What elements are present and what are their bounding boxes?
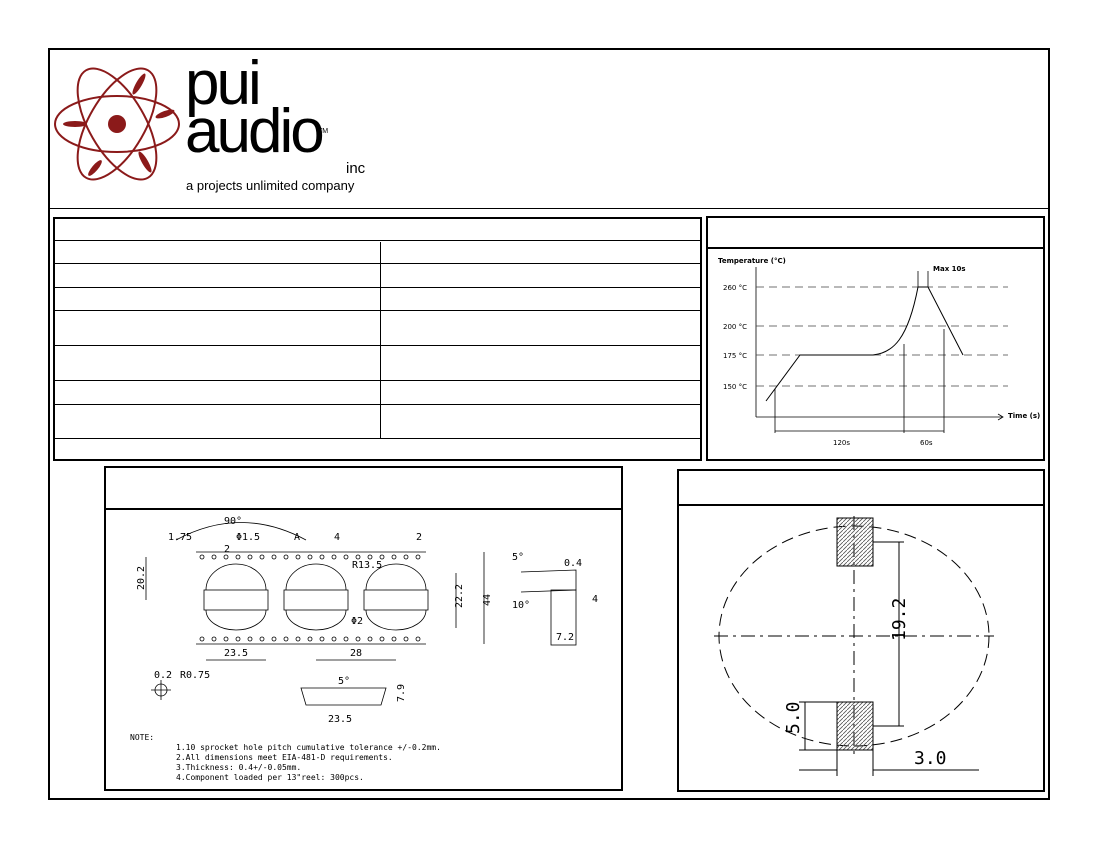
- temp-label-260: 260 °C: [723, 284, 747, 292]
- dim-phi-1-5: Φ1.5: [236, 532, 260, 543]
- dim-2: 2: [416, 532, 422, 543]
- reflow-curve: [765, 286, 964, 402]
- pocket-3: [363, 563, 429, 631]
- dim-28: 28: [350, 648, 362, 659]
- reflow-profile-diagram: Temperature (°C) Max 10s 260 °C 200 °C 1…: [718, 257, 1040, 447]
- tape-dimension-drawing: 90° 1.75 Φ1.5 A 4 2 2 R13.5 Φ2 20.2 22.2…: [130, 516, 598, 782]
- pad-bottom: [836, 701, 874, 751]
- dim-10-deg: 10°: [512, 600, 530, 611]
- pad-top: [836, 517, 874, 567]
- brand-suffix: inc: [346, 160, 366, 177]
- side-view-profile: [520, 569, 577, 593]
- dim-19-2: 19.2: [889, 598, 910, 641]
- panel-header: [106, 468, 621, 510]
- dim-angle-90: 90°: [224, 516, 242, 527]
- notes-title: NOTE:: [130, 733, 154, 742]
- dim-5-deg: 5°: [512, 552, 524, 563]
- pui-audio-logo-icon: [54, 67, 180, 181]
- dim-1-75: 1.75: [168, 532, 192, 543]
- note-4: 4.Component loaded per 13"reel: 300pcs.: [176, 773, 364, 782]
- trademark-mark: TM: [318, 128, 329, 135]
- reflow-panel: Temperature (°C) Max 10s 260 °C 200 °C 1…: [706, 216, 1045, 461]
- table-row: [55, 240, 700, 241]
- dim-5-deg-b: 5°: [338, 676, 350, 687]
- table-row: [55, 345, 700, 346]
- dim-23-5: 23.5: [224, 648, 248, 659]
- table-row: [55, 404, 700, 405]
- dim-7-2: 7.2: [556, 632, 574, 643]
- x-axis-arrow-icon: [997, 413, 1004, 421]
- dim-3-0: 3.0: [914, 748, 947, 769]
- panel-header: [679, 471, 1043, 506]
- dim-4-side: 4: [592, 594, 598, 605]
- table-row: [55, 380, 700, 381]
- page-border: [48, 48, 1050, 800]
- spec-table: [53, 217, 702, 461]
- dim-4: 4: [334, 532, 340, 543]
- footprint-panel: 19.2 5.0 3.0: [677, 469, 1045, 792]
- angle-arc: [175, 522, 307, 541]
- column-divider: [380, 242, 381, 439]
- temp-label-175: 175 °C: [723, 352, 747, 360]
- header-divider: [48, 208, 1050, 209]
- note-1: 1.10 sprocket hole pitch cumulative tole…: [176, 743, 441, 752]
- dim-23-5-b: 23.5: [328, 714, 352, 725]
- dim-0-2: 0.2: [154, 670, 172, 681]
- dim-phi-2: Φ2: [351, 616, 363, 627]
- tape-drawing-panel: 90° 1.75 Φ1.5 A 4 2 2 R13.5 Φ2 20.2 22.2…: [104, 466, 623, 791]
- side-view-block: [550, 589, 577, 646]
- table-row: [55, 438, 700, 439]
- table-row: [55, 287, 700, 288]
- duration-label-120: 120s: [833, 439, 850, 447]
- pocket-1: [203, 563, 269, 631]
- dim-5-0: 5.0: [783, 701, 804, 734]
- dim-r13-5: R13.5: [352, 560, 382, 571]
- dim-2-small: 2: [224, 544, 230, 555]
- peak-label: Max 10s: [933, 265, 966, 273]
- dim-44: 44: [482, 594, 493, 606]
- table-row: [55, 310, 700, 311]
- note-3: 3.Thickness: 0.4+/-0.05mm.: [176, 763, 301, 772]
- panel-header: [708, 218, 1043, 249]
- y-axis-label: Temperature (°C): [718, 257, 786, 265]
- dim-0-4: 0.4: [564, 558, 582, 569]
- temp-label-150: 150 °C: [723, 383, 747, 391]
- x-axis-label: Time (s): [1008, 412, 1040, 420]
- sprocket-holes-bottom: [199, 636, 421, 642]
- temp-label-200: 200 °C: [723, 323, 747, 331]
- brand-name: pui audio: [185, 49, 325, 166]
- dim-20-2: 20.2: [136, 566, 147, 590]
- footprint-drawing: 19.2 5.0 3.0: [714, 516, 994, 776]
- dim-r0-75: R0.75: [180, 670, 210, 681]
- duration-label-60: 60s: [920, 439, 933, 447]
- pocket-2: [283, 563, 349, 631]
- dim-7-9: 7.9: [396, 684, 407, 702]
- dim-22-2: 22.2: [454, 584, 465, 608]
- table-row: [55, 263, 700, 264]
- dim-a: A: [294, 532, 300, 543]
- sprocket-holes-top: [199, 554, 421, 560]
- brand-tagline: a projects unlimited company: [186, 178, 355, 193]
- brand-name-line1: pui: [185, 49, 262, 118]
- pocket-section-view: [300, 687, 387, 706]
- note-2: 2.All dimensions meet EIA-481-D requirem…: [176, 753, 393, 762]
- brand-name-line2: audio: [185, 97, 325, 166]
